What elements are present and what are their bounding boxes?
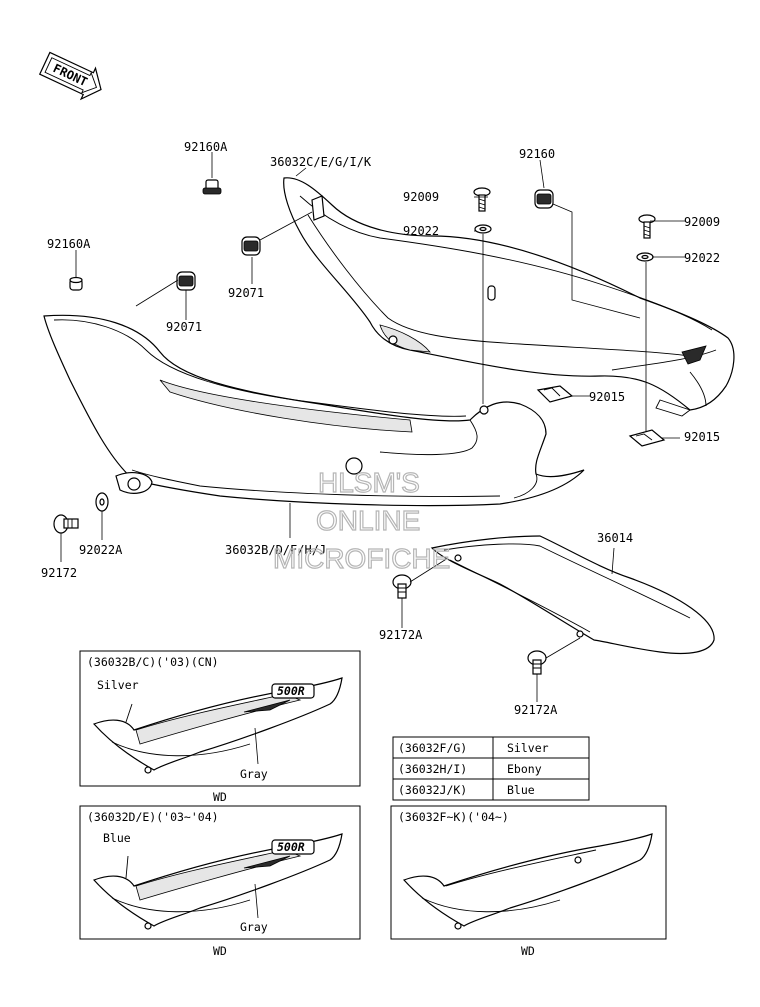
lower-side-piece [430,535,715,655]
watermark-line-2: ONLINE [316,505,420,536]
screw-92009-b [638,214,656,239]
label-92172A-b: 92172A [514,703,558,717]
inset-2-decal: 500R [277,840,305,854]
inset-1-decal: 500R [277,684,305,698]
color-table-color-3: Blue [507,783,535,797]
label-92015-b: 92015 [684,430,720,444]
color-table-code-2: (36032H/I) [398,762,467,776]
label-36032B: 36032B/D/F/H/J [225,543,326,557]
clip-92015-a [536,385,574,403]
label-92022-b: 92022 [684,251,720,265]
label-92009-b: 92009 [684,215,720,229]
label-92015-a: 92015 [589,390,625,404]
washer-92022-b [636,252,654,262]
color-table-color-1: Silver [507,741,549,755]
inset-1-label-bottom: Gray [240,767,268,781]
bolt-92172 [53,514,79,534]
label-92160A-top: 92160A [184,140,228,154]
color-table: (36032F/G) Silver (36032H/I) Ebony (3603… [392,736,590,801]
inset-panel-1: (36032B/C)('03)(CN) Silver Gray 500R WD [79,650,361,804]
grommet-92160A-left [69,276,83,291]
label-92009-a: 92009 [403,190,439,204]
label-92172A-a: 92172A [379,628,423,642]
inset-panel-3: (36032F~K)('04~) WD [390,805,667,958]
inset-2-footer: WD [213,944,227,958]
label-92022-a: 92022 [403,224,439,238]
inset-2-title: (36032D/E)('03~'04) [87,810,219,824]
inset-2-label-top: Blue [103,831,131,845]
label-92071-a: 92071 [228,286,264,300]
washer-92022A [95,492,109,512]
leader-lines [60,152,686,702]
label-92160A-left: 92160A [47,237,91,251]
label-92071-b: 92071 [166,320,202,334]
inset-3-footer: WD [521,944,535,958]
label-92172: 92172 [41,566,77,580]
inset-panel-2: (36032D/E)('03~'04) Blue Gray 500R WD [79,805,361,958]
main-side-cover [43,314,585,507]
label-36032C: 36032C/E/G/I/K [270,155,372,169]
color-table-color-2: Ebony [507,762,542,776]
color-table-code-3: (36032J/K) [398,783,467,797]
washer-92022-a [474,224,492,234]
grommet-92071-lower [176,271,196,291]
inset-3-title: (36032F~K)('04~) [398,810,509,824]
bolt-92172A-b [527,650,547,675]
color-table-code-1: (36032F/G) [398,741,467,755]
inset-1-footer: WD [213,790,227,804]
watermark-line-3: MICROFICHE [273,543,450,574]
watermark-line-1: HLSM'S [318,467,420,498]
screw-92009-a [473,187,491,212]
grommet-92160 [534,189,554,209]
label-92160: 92160 [519,147,555,161]
inset-2-label-bottom: Gray [240,920,268,934]
grommet-92160A-top [202,179,222,195]
inset-1-title: (36032B/C)('03)(CN) [87,655,219,669]
upper-tail-cowl [283,177,735,417]
watermark: HLSM'S ONLINE MICROFICHE [272,466,451,574]
label-92022A: 92022A [79,543,123,557]
label-36014: 36014 [597,531,633,545]
front-arrow-icon: FRONT [38,51,102,101]
inset-1-label-top: Silver [97,678,139,692]
clip-92015-b [628,429,666,447]
bolt-92172A-a [392,574,412,599]
grommet-92071-upper [241,236,261,256]
